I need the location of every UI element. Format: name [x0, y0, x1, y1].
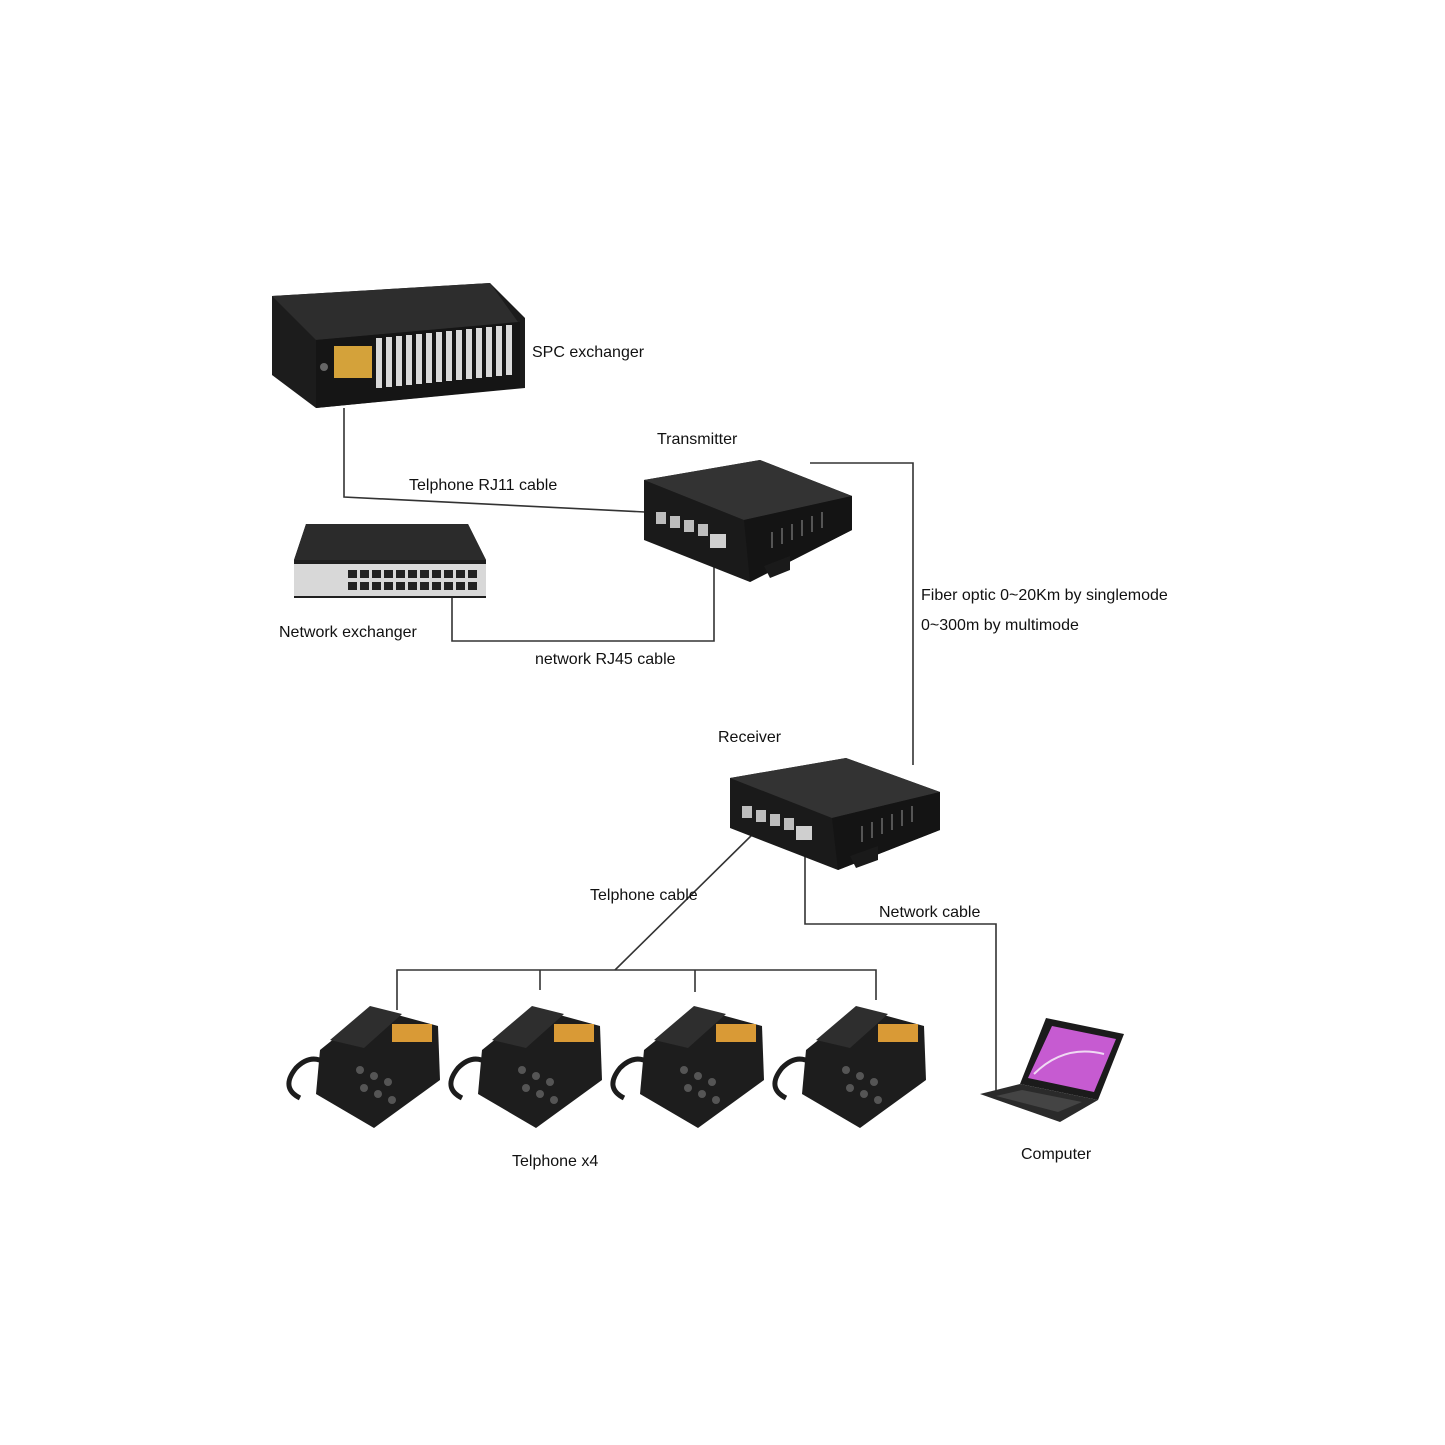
rj45-cable-line — [451, 562, 715, 642]
fiber-optic-line — [810, 462, 914, 765]
receiver-rj11-ports — [742, 806, 794, 830]
network-cable-line — [804, 852, 997, 1092]
label-computer: Computer — [1021, 1146, 1092, 1163]
receiver-rj45-port — [796, 826, 812, 840]
telephone-bus-line — [396, 969, 877, 1010]
telephone-cable-line — [614, 829, 758, 971]
telephone-3 — [610, 1006, 764, 1128]
label-network-cable: Network cable — [879, 904, 981, 921]
transmitter-vents — [771, 512, 823, 548]
label-telephones: Telphone x4 — [512, 1153, 599, 1170]
label-receiver: Receiver — [718, 729, 782, 746]
transmitter-rj11-ports — [656, 512, 708, 536]
switch-ports — [348, 570, 477, 590]
label-telephone-cable: Telphone cable — [590, 887, 698, 904]
computer-laptop — [980, 1018, 1124, 1122]
transmitter-device — [644, 460, 852, 582]
receiver-device — [730, 758, 940, 870]
label-rj11-cable: Telphone RJ11 cable — [409, 477, 558, 494]
receiver-vents — [861, 806, 913, 842]
label-network-exchanger: Network exchanger — [279, 624, 417, 641]
telephone-1 — [286, 1006, 440, 1128]
transmitter-rj45-port — [710, 534, 726, 548]
label-rj45-cable: network RJ45 cable — [535, 651, 676, 668]
spc-exchanger-device — [272, 283, 525, 408]
rj11-cable-line — [343, 408, 646, 513]
label-transmitter: Transmitter — [657, 431, 738, 448]
network-exchanger-device — [294, 524, 486, 598]
connection-lines — [343, 408, 997, 1092]
label-spc-exchanger: SPC exchanger — [532, 344, 645, 361]
spc-port-grid — [376, 325, 512, 388]
label-fiber-optic-line1: Fiber optic 0~20Km by singlemode — [921, 587, 1168, 604]
telephone-4 — [772, 1006, 926, 1128]
label-fiber-optic-line2: 0~300m by multimode — [921, 617, 1079, 634]
telephone-2 — [448, 1006, 602, 1128]
